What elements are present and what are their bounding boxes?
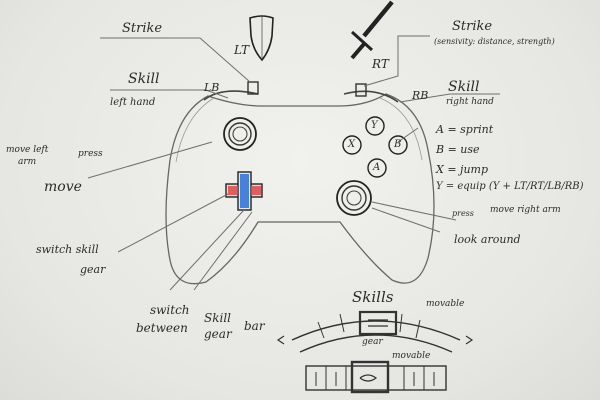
right-stick bbox=[337, 181, 371, 215]
face-button-y: Y bbox=[371, 121, 378, 131]
label-skill-left-sub: left hand bbox=[110, 98, 155, 108]
label-look-around: look around bbox=[454, 234, 521, 245]
label-rt: RT bbox=[372, 58, 389, 70]
label-skill-left: Skill bbox=[128, 72, 160, 86]
label-strike-left: Strike bbox=[122, 22, 162, 35]
label-lt: LT bbox=[234, 44, 249, 56]
label-rb: RB bbox=[412, 90, 428, 101]
skills-bar bbox=[306, 362, 446, 392]
label-skill-bar-bar: bar bbox=[244, 320, 265, 332]
label-move-left-arm-1: move left bbox=[6, 146, 48, 155]
label-skill-bar-skill: Skill bbox=[204, 312, 231, 324]
face-button-b: B bbox=[394, 140, 401, 150]
label-press-left: press bbox=[78, 150, 103, 159]
label-move-right-arm: move right arm bbox=[490, 206, 561, 215]
face-button-x: X bbox=[348, 140, 355, 150]
label-press-right: press bbox=[452, 210, 474, 218]
label-b-action: B = use bbox=[436, 144, 480, 155]
label-skill-bar-gear: gear bbox=[204, 328, 232, 340]
label-move-left-arm-2: arm bbox=[18, 158, 36, 167]
label-lb: LB bbox=[204, 82, 219, 93]
label-strike-right-note: (sensivity: distance, strength) bbox=[434, 38, 555, 46]
label-strike-right: Strike bbox=[452, 20, 492, 33]
label-switch: switch bbox=[150, 304, 190, 316]
shield-icon bbox=[250, 16, 273, 60]
label-a-action: A = sprint bbox=[436, 124, 493, 135]
label-skills-title: Skills bbox=[352, 290, 393, 305]
label-move: move bbox=[44, 180, 82, 194]
face-button-a: A bbox=[373, 163, 380, 173]
label-between: between bbox=[136, 322, 188, 334]
dpad bbox=[226, 172, 262, 210]
label-switch-skill: switch skill bbox=[36, 244, 99, 255]
controller-body bbox=[166, 94, 434, 284]
label-skill-right-sub: right hand bbox=[446, 98, 494, 107]
label-x-action: X = jump bbox=[436, 164, 488, 175]
label-movable-top: movable bbox=[426, 300, 464, 309]
label-gear: gear bbox=[362, 338, 383, 347]
label-y-action: Y = equip (Y + LT/RT/LB/RB) bbox=[436, 182, 584, 192]
label-skill-right: Skill bbox=[448, 80, 480, 94]
sword-icon bbox=[352, 2, 392, 58]
label-switch-skill-gear: gear bbox=[80, 264, 105, 275]
left-stick bbox=[224, 118, 256, 150]
label-movable-bottom: movable bbox=[392, 352, 430, 361]
